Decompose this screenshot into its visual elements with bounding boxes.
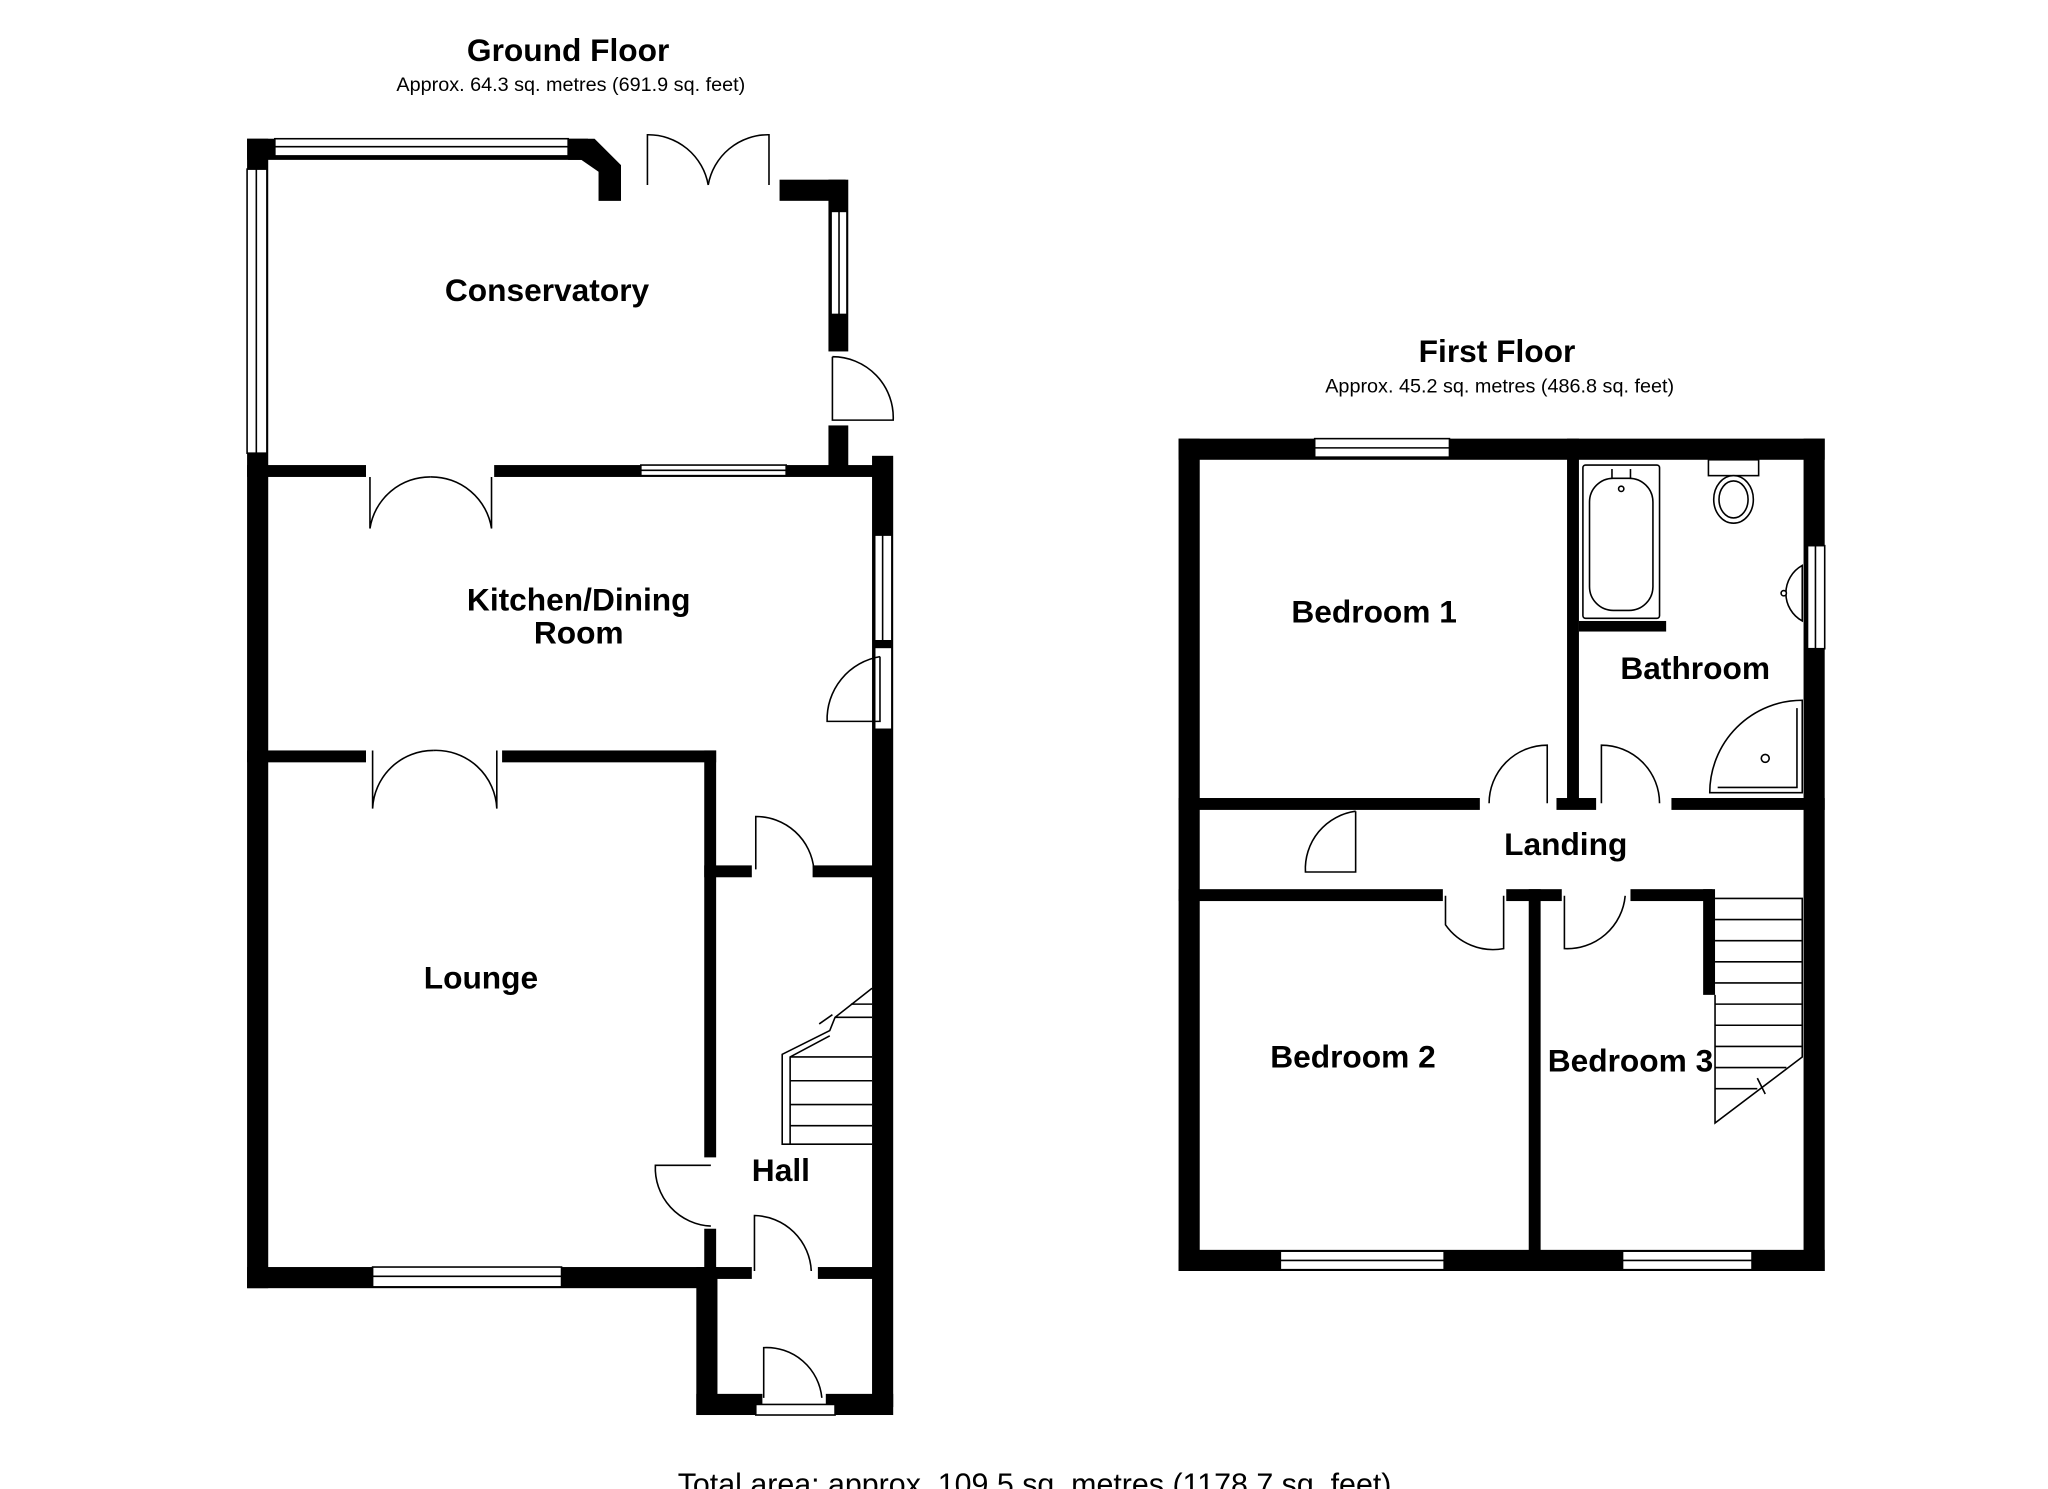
room-label-kitchen-line1: Kitchen/Dining [467, 581, 691, 617]
room-label-hall: Hall [752, 1152, 810, 1188]
first-floor-walls [1178, 438, 1825, 1272]
ground-floor-doors [369, 133, 894, 1398]
room-label-lounge: Lounge [424, 959, 538, 995]
room-label-bathroom: Bathroom [1620, 650, 1770, 686]
bathroom-fixtures [1582, 458, 1804, 794]
ground-floor-area: Approx. 64.3 sq. metres (691.9 sq. feet) [396, 74, 745, 96]
ground-floor-windows [246, 137, 893, 1416]
total-area: Total area: approx. 109.5 sq. metres (11… [678, 1467, 1392, 1489]
room-label-bedroom2: Bedroom 2 [1270, 1039, 1436, 1075]
room-label-conservatory: Conservatory [445, 272, 650, 308]
first-floor-area: Approx. 45.2 sq. metres (486.8 sq. feet) [1325, 375, 1674, 397]
ground-floor-title: Ground Floor [467, 32, 669, 68]
ground-floor-stairs [781, 987, 873, 1145]
first-floor-title: First Floor [1419, 333, 1576, 369]
ground-floor-walls [247, 138, 894, 1416]
room-label-bedroom3: Bedroom 3 [1548, 1042, 1714, 1078]
first-floor-stairs [1714, 897, 1804, 1125]
room-label-bedroom1: Bedroom 1 [1291, 593, 1457, 629]
first-floor-windows [1279, 437, 1826, 1271]
first-floor-doors [1304, 744, 1661, 951]
room-label-kitchen-line2: Room [534, 614, 624, 650]
room-label-landing: Landing [1504, 826, 1627, 862]
